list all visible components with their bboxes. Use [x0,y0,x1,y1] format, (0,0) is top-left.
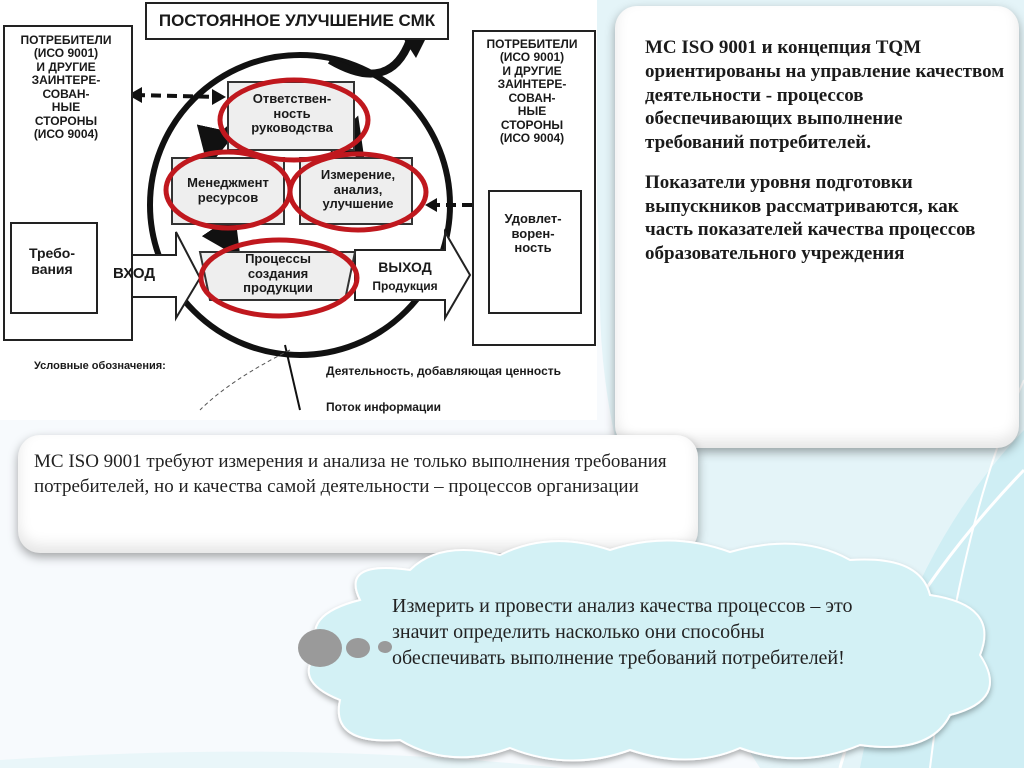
bottom-text-card: МС ISO 9001 требуют измерения и анализа … [18,435,698,553]
legend-info-flow: Поток информации [326,400,442,414]
highlight-ring-measurement [287,151,429,233]
output-sub-label: Продукция [372,279,438,293]
output-label: ВЫХОД [378,259,432,275]
node-measurement-analysis: Измерение,анализ,улучшение [320,167,396,212]
cloud-text: Измерить и провести анализ качества проц… [392,595,853,669]
thought-bubble-large [298,629,342,667]
diagram-title: ПОСТОЯННОЕ УЛУЧШЕНИЕ СМК [145,2,449,40]
iso-requirements-text: МС ISO 9001 требуют измерения и анализа … [34,451,667,498]
legend-activity: Деятельность, добавляющая ценность [326,364,561,378]
graduates-paragraph: Показатели уровня подготовки выпускников… [645,171,976,264]
input-label: ВХОД [112,265,156,282]
highlight-ring-processes [198,237,360,319]
output-arrow [354,228,472,322]
highlight-ring-responsibility [217,77,371,163]
thought-bubble-medium [346,638,370,658]
legend-title: Условные обозначения: [34,360,166,372]
satisfaction-box [488,190,582,314]
right-text-card: МС ISO 9001 и концепция TQM ориентирован… [615,6,1019,448]
info-flow-left [134,93,221,99]
requirements-label: Требо-вания [28,245,76,277]
thought-bubble-small [378,641,392,653]
iso-process-diagram: ПОСТОЯННОЕ УЛУЧШЕНИЕ СМК ПОТРЕБИТЕЛИ(ИСО… [0,0,597,420]
requirements-box [10,222,98,314]
satisfaction-label: Удовлет-ворен-ность [504,211,562,256]
improvement-arrow [327,38,414,78]
tqm-paragraph: МС ISO 9001 и концепция TQM ориентирован… [645,37,1005,153]
